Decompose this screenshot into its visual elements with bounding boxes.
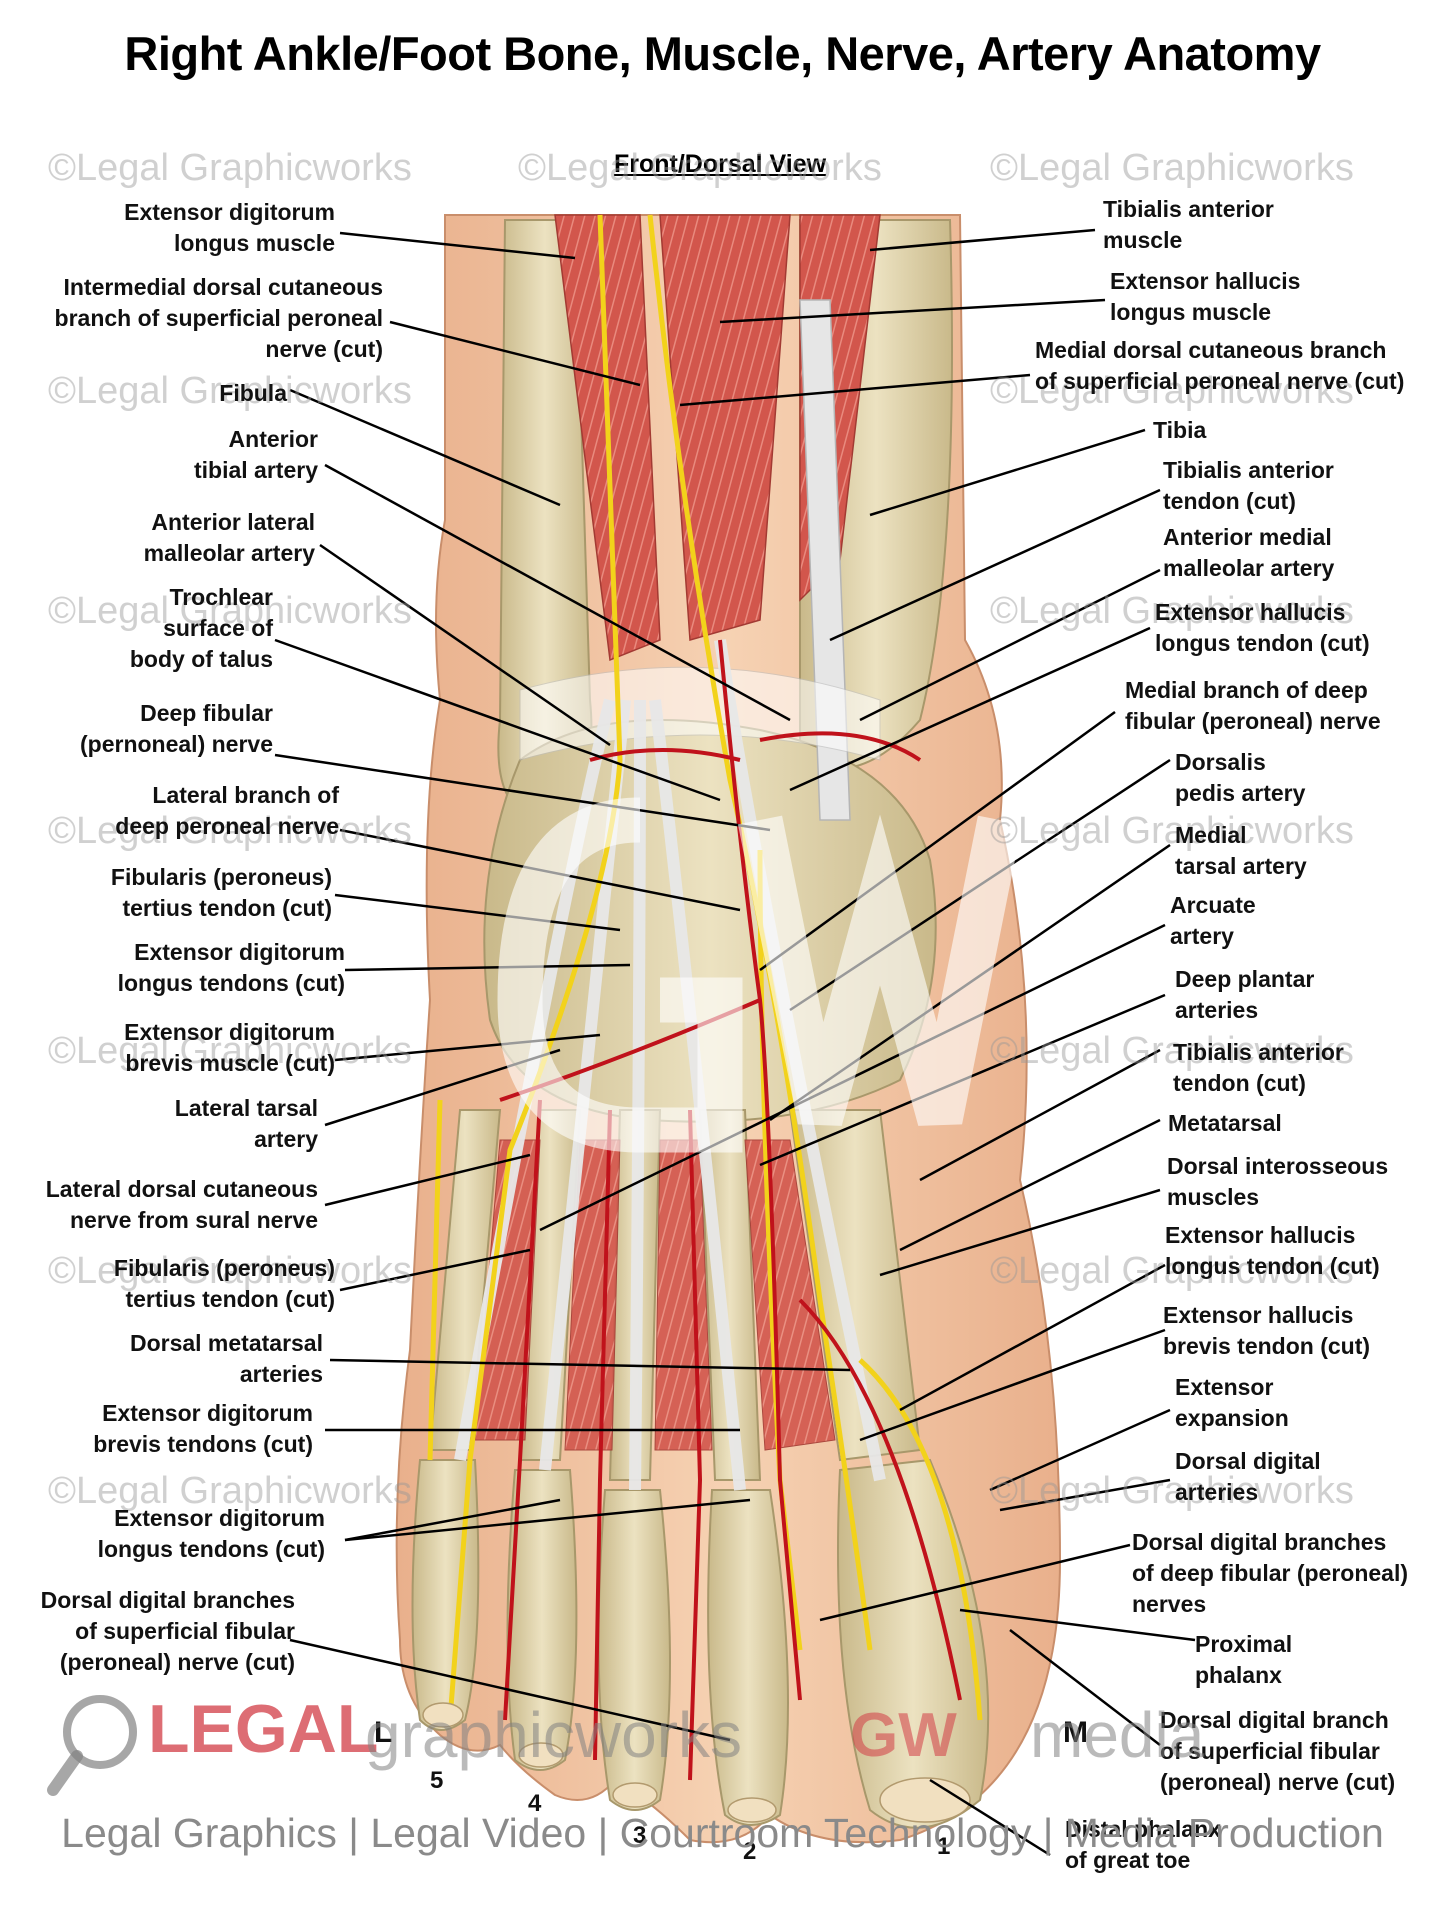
toe-number-4: 4 <box>528 1790 542 1817</box>
label-tibia: Tibia <box>1153 417 1207 443</box>
watermark: ©Legal Graphicworks <box>48 1250 412 1292</box>
watermark: ©Legal Graphicworks <box>48 370 412 412</box>
label-fibularis-tertius-tendon-2: Fibularis (peroneus)tertius tendon (cut) <box>113 1255 335 1312</box>
toe-number-3: 3 <box>633 1822 647 1849</box>
logo-media: media <box>1030 1699 1205 1771</box>
arteries <box>499 639 962 1781</box>
toe-number-2: 2 <box>743 1838 757 1865</box>
logo-graphicworks: graphicworks <box>365 1699 743 1771</box>
label-fibularis-tertius-tendon: Fibularis (peroneus)tertius tendon (cut) <box>110 864 332 921</box>
watermark: ©Legal Graphicworks <box>48 810 412 852</box>
view-title: Front/Dorsal View <box>613 150 827 178</box>
watermark: ©Legal Graphicworks <box>990 1030 1354 1072</box>
leader-lines-left <box>274 231 851 1742</box>
logo-gw: GW <box>850 1701 957 1770</box>
toes <box>411 1458 990 1829</box>
logo-legal: LEGAL <box>148 1691 379 1767</box>
toe-nails <box>422 1702 971 1823</box>
watermark: ©Legal Graphicworks <box>990 590 1354 632</box>
watermark: ©Legal Graphicworks <box>48 147 412 189</box>
watermark: ©Legal Graphicworks <box>48 590 412 632</box>
toe-number-1: 1 <box>937 1833 951 1860</box>
toe-number-5: 5 <box>430 1767 444 1794</box>
footer-tagline: Legal Graphics | Legal Video | Courtroom… <box>61 1810 1384 1856</box>
watermark: ©Legal Graphicworks <box>990 370 1354 412</box>
page-title: Right Ankle/Foot Bone, Muscle, Nerve, Ar… <box>124 27 1321 80</box>
label-deep-fibular-nerve: Deep fibular(pernoneal) nerve <box>80 700 273 757</box>
watermark: ©Legal Graphicworks <box>990 1250 1354 1292</box>
watermark: ©Legal Graphicworks <box>990 147 1354 189</box>
watermark: ©Legal Graphicworks <box>518 147 882 189</box>
watermark: ©Legal Graphicworks <box>990 1470 1354 1512</box>
leader-lines-right <box>539 228 1196 1857</box>
lateral-mark: L <box>374 1716 393 1749</box>
watermark: ©Legal Graphicworks <box>48 1030 412 1072</box>
label-fibula: Fibula <box>219 380 287 406</box>
watermark: ©Legal Graphicworks <box>990 810 1354 852</box>
label-metatarsal: Metatarsal <box>1168 1110 1282 1136</box>
medial-mark: M <box>1063 1716 1088 1749</box>
magnifier-logo-icon <box>47 1695 137 1796</box>
gw-watermark-shape <box>497 797 1023 1153</box>
watermark: ©Legal Graphicworks <box>48 1470 412 1512</box>
